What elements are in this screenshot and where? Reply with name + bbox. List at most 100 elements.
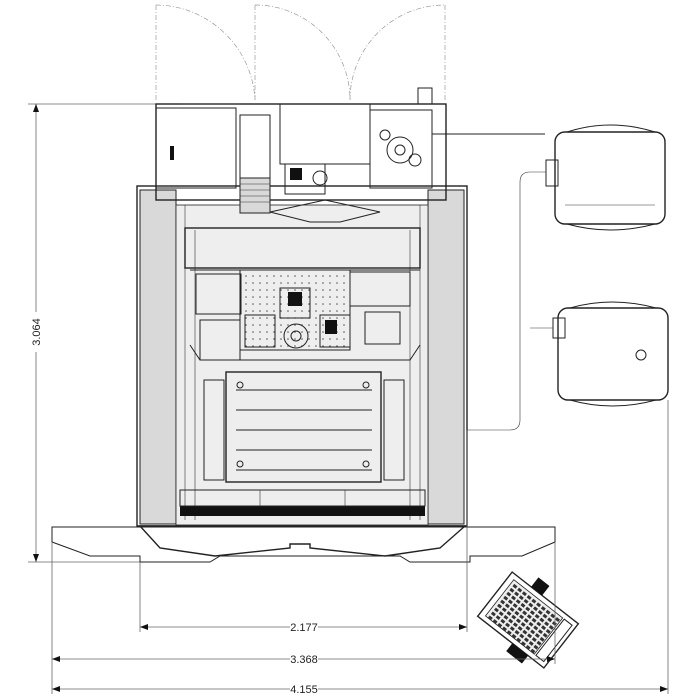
control-key (503, 614, 509, 620)
panel-hole (252, 331, 254, 333)
panel-hole (322, 282, 324, 284)
panel-hole (343, 338, 345, 340)
control-key (534, 633, 540, 639)
control-key (517, 626, 523, 631)
control-key (537, 610, 543, 615)
control-key (508, 618, 514, 624)
panel-hole (336, 296, 338, 298)
panel-hole (294, 310, 296, 312)
control-key (525, 625, 531, 631)
control-key (514, 610, 520, 616)
panel-hole (280, 303, 282, 305)
panel-hole (343, 303, 345, 305)
control-key (533, 625, 539, 631)
panel-hole (329, 282, 331, 284)
panel-hole (273, 303, 275, 305)
control-key (531, 617, 537, 623)
panel-hole (294, 324, 296, 326)
panel-hole (245, 296, 247, 298)
panel-hole (301, 310, 303, 312)
control-key (530, 629, 536, 635)
panel-hole (273, 296, 275, 298)
panel-hole (336, 317, 338, 319)
control-key (505, 622, 511, 628)
panel-hole (245, 338, 247, 340)
panel-hole (294, 282, 296, 284)
panel-hole (329, 345, 331, 347)
control-key (524, 637, 530, 643)
control-key (519, 633, 525, 639)
panel-hole (259, 282, 261, 284)
machine-frame (136, 185, 468, 557)
control-key (528, 621, 534, 627)
panel-hole (280, 345, 282, 347)
control-key (509, 587, 515, 593)
panel-hole (259, 310, 261, 312)
panel-hole (280, 310, 282, 312)
panel-hole (315, 345, 317, 347)
control-key (548, 625, 554, 630)
panel-hole (301, 338, 303, 340)
panel-hole (280, 275, 282, 277)
panel-hole (287, 310, 289, 312)
panel-hole (266, 289, 268, 291)
panel-hole (266, 310, 268, 312)
panel-hole (245, 324, 247, 326)
panel-hole (343, 324, 345, 326)
panel-hole (245, 345, 247, 347)
control-panel-keys (487, 583, 561, 654)
auxiliary-unit-lower (552, 301, 669, 407)
panel-hole (308, 331, 310, 333)
panel-hole (308, 275, 310, 277)
panel-hole (266, 303, 268, 305)
panel-hole (315, 310, 317, 312)
panel-hole (252, 296, 254, 298)
control-key (506, 591, 512, 597)
panel-hole (252, 310, 254, 312)
control-key (542, 613, 548, 619)
panel-hole (329, 296, 331, 298)
control-key (525, 644, 531, 650)
control-key (514, 591, 520, 597)
panel-hole (266, 317, 268, 319)
panel-hole (308, 303, 310, 305)
panel-hole (343, 275, 345, 277)
panel-hole (343, 289, 345, 291)
panel-hole (259, 289, 261, 291)
door-swing-arcs (155, 4, 446, 101)
panel-hole (273, 345, 275, 347)
control-key (547, 617, 553, 623)
height-dimension-label: 3.064 (31, 318, 43, 346)
panel-hole (280, 289, 282, 291)
control-key (523, 618, 529, 623)
panel-hole (308, 296, 310, 298)
panel-hole (259, 331, 261, 333)
panel-hole (322, 345, 324, 347)
control-key (517, 587, 523, 593)
panel-hole (343, 282, 345, 284)
control-key (542, 632, 548, 638)
panel-hole (280, 324, 282, 326)
panel-hole (336, 275, 338, 277)
panel-hole (273, 282, 275, 284)
panel-hole (308, 310, 310, 312)
panel-hole (245, 289, 247, 291)
panel-hole (245, 282, 247, 284)
control-key (502, 626, 508, 632)
control-key (512, 622, 518, 628)
panel-hole (315, 282, 317, 284)
panel-hole (245, 317, 247, 319)
panel-hole (315, 303, 317, 305)
control-key (506, 630, 512, 636)
control-key (514, 629, 520, 635)
panel-hole (336, 345, 338, 347)
panel-hole (259, 317, 261, 319)
panel-hole (273, 275, 275, 277)
panel-hole (322, 296, 324, 298)
panel-hole (266, 282, 268, 284)
control-key (531, 598, 537, 604)
panel-hole (336, 303, 338, 305)
control-key (511, 595, 517, 601)
control-key (511, 614, 517, 620)
control-key (544, 621, 550, 627)
